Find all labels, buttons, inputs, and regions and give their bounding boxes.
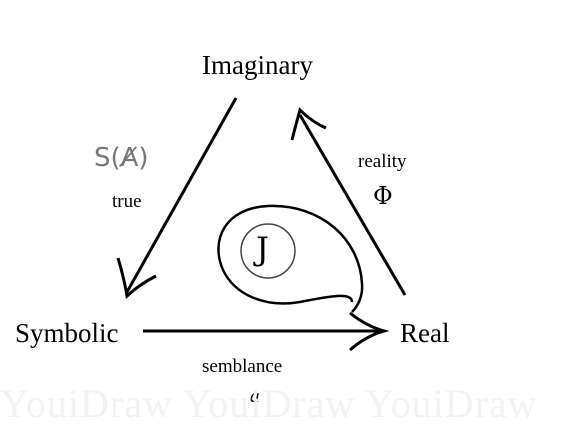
right-edge-symbol: Φ [373, 182, 393, 210]
jouissance-circle [240, 223, 296, 279]
node-symbolic: Symbolic [15, 318, 119, 348]
bottom-edge-label: semblance [202, 356, 283, 377]
node-real: Real [400, 318, 450, 348]
center-symbol: J [256, 230, 269, 268]
jouissance-loop [217, 204, 364, 313]
left-arrowhead [116, 257, 157, 299]
watermark: YouiDraw YouiDraw YouiDraw [0, 381, 538, 420]
real-to-imaginary-arrow [298, 114, 407, 296]
imaginary-to-symbolic-arrow [125, 97, 238, 293]
node-imaginary: Imaginary [202, 50, 313, 80]
left-edge-label: true [112, 191, 142, 212]
bottom-edge-symbol: a [250, 386, 260, 407]
right-edge-label: reality [358, 151, 407, 172]
right-arrowhead [290, 107, 327, 141]
left-edge-symbol: S(A̸) [94, 143, 149, 173]
bottom-arrowhead [349, 311, 390, 352]
